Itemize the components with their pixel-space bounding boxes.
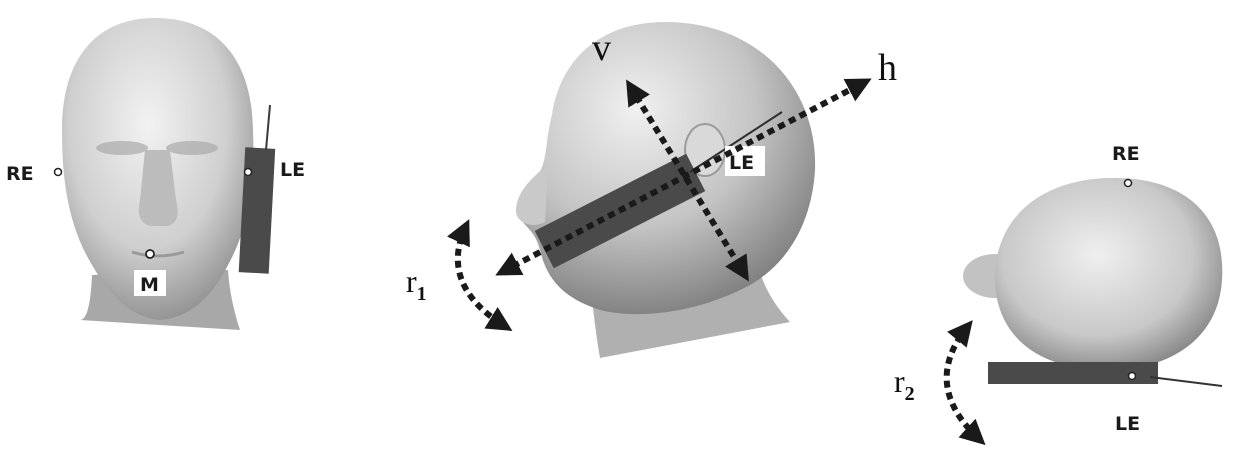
- front-right-ear-marker: [53, 167, 63, 177]
- top-rotation-arrow: [943, 320, 986, 446]
- top-label-left-ear: LE: [1115, 413, 1140, 435]
- top-device-antenna: [1149, 376, 1223, 387]
- front-mouth-line: [131, 250, 185, 258]
- front-view: RE LE M: [6, 18, 305, 330]
- top-left-ear-marker: [1127, 371, 1137, 381]
- top-right-ear-marker: [1123, 178, 1133, 188]
- front-brow-shadow-left: [96, 141, 148, 155]
- top-view: RE LE r2: [894, 143, 1223, 446]
- top-label-rotation: r2: [894, 363, 915, 405]
- front-device: [238, 147, 276, 274]
- front-label-mouth-bg: [134, 270, 166, 296]
- front-left-ear-marker: [243, 167, 253, 177]
- top-head: [994, 177, 1223, 371]
- side-label-left-ear: LE: [729, 152, 754, 174]
- side-label-rotation: r1: [406, 263, 427, 305]
- front-device-antenna: [265, 104, 271, 151]
- side-nose: [515, 165, 548, 225]
- top-device: [988, 362, 1158, 384]
- side-axis-horizontal-arrow: [495, 78, 872, 276]
- side-label-vertical-axis: v: [592, 27, 611, 69]
- side-view: LE v h r1: [406, 22, 897, 358]
- top-label-right-ear: RE: [1112, 143, 1140, 165]
- front-label-left-ear: LE: [280, 159, 305, 181]
- front-label-right-ear: RE: [6, 163, 34, 185]
- front-nose: [138, 150, 178, 226]
- side-rotation-arrow: [447, 219, 513, 331]
- front-brow-shadow-right: [166, 141, 218, 155]
- side-label-horizontal-axis: h: [878, 47, 897, 89]
- front-mouth-marker: [145, 249, 155, 259]
- front-label-mouth: M: [140, 274, 159, 296]
